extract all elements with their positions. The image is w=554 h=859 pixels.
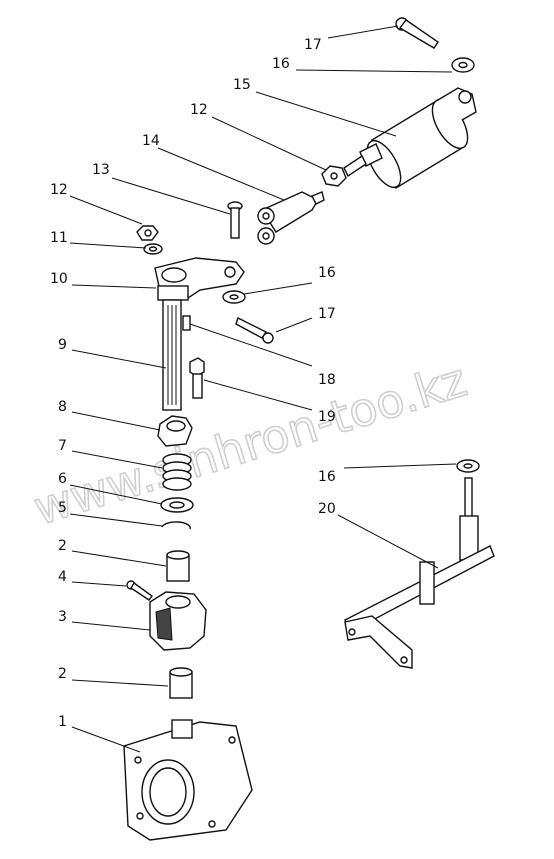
part-11-washer [143, 243, 163, 255]
callout-9: 9 [58, 337, 67, 353]
part-17-mid-pin [235, 317, 274, 344]
callout-12-upper: 12 [190, 102, 208, 118]
part-18-key [182, 315, 191, 331]
part-2-lower-bushing [169, 667, 193, 699]
callout-15: 15 [233, 77, 251, 93]
callout-12-lower: 12 [50, 182, 68, 198]
callout-5: 5 [58, 500, 67, 516]
callout-3: 3 [58, 609, 67, 625]
leader-lines [69, 25, 457, 753]
part-17-top-pin [395, 17, 439, 49]
callout-10: 10 [50, 271, 68, 287]
part-9-shaft [162, 299, 182, 411]
part-6-washer [160, 497, 194, 513]
callout-16-mid: 16 [318, 265, 336, 281]
part-3-housing [149, 591, 207, 651]
callout-2-lower: 2 [58, 666, 67, 682]
callout-1: 1 [58, 714, 67, 730]
part-12-nut-lower [136, 225, 159, 241]
part-1-flange-housing [123, 719, 253, 841]
part-15-cylinder [343, 87, 477, 189]
callout-18: 18 [318, 372, 336, 388]
callout-16-right: 16 [318, 469, 336, 485]
part-16-mid-washer [222, 290, 246, 304]
callout-4: 4 [58, 569, 67, 585]
watermark: www.sinhron-too.kz [27, 353, 472, 536]
callout-8: 8 [58, 399, 67, 415]
part-14-fork-end [257, 191, 325, 245]
callout-11: 11 [50, 230, 68, 246]
part-13-pin [227, 201, 243, 239]
part-16-top-washer [451, 57, 475, 73]
callout-7: 7 [58, 438, 67, 454]
part-4-screw [126, 580, 153, 601]
callout-19: 19 [318, 409, 336, 425]
callout-17-mid: 17 [318, 306, 336, 322]
callout-14: 14 [142, 133, 160, 149]
callout-13: 13 [92, 162, 110, 178]
part-19-bolt [189, 357, 205, 399]
callout-16-top: 16 [272, 56, 290, 72]
callout-2-upper: 2 [58, 538, 67, 554]
part-12-nut-upper [321, 165, 347, 187]
callout-6: 6 [58, 471, 67, 487]
part-16-right-washer [456, 459, 480, 473]
callout-20: 20 [318, 501, 336, 517]
part-7-spring [162, 453, 192, 491]
part-2-upper-bushing [166, 550, 190, 582]
part-20-bracket [344, 477, 495, 669]
part-5-snap-ring [161, 521, 191, 530]
part-8-nut [157, 415, 193, 447]
callout-17-top: 17 [304, 37, 322, 53]
